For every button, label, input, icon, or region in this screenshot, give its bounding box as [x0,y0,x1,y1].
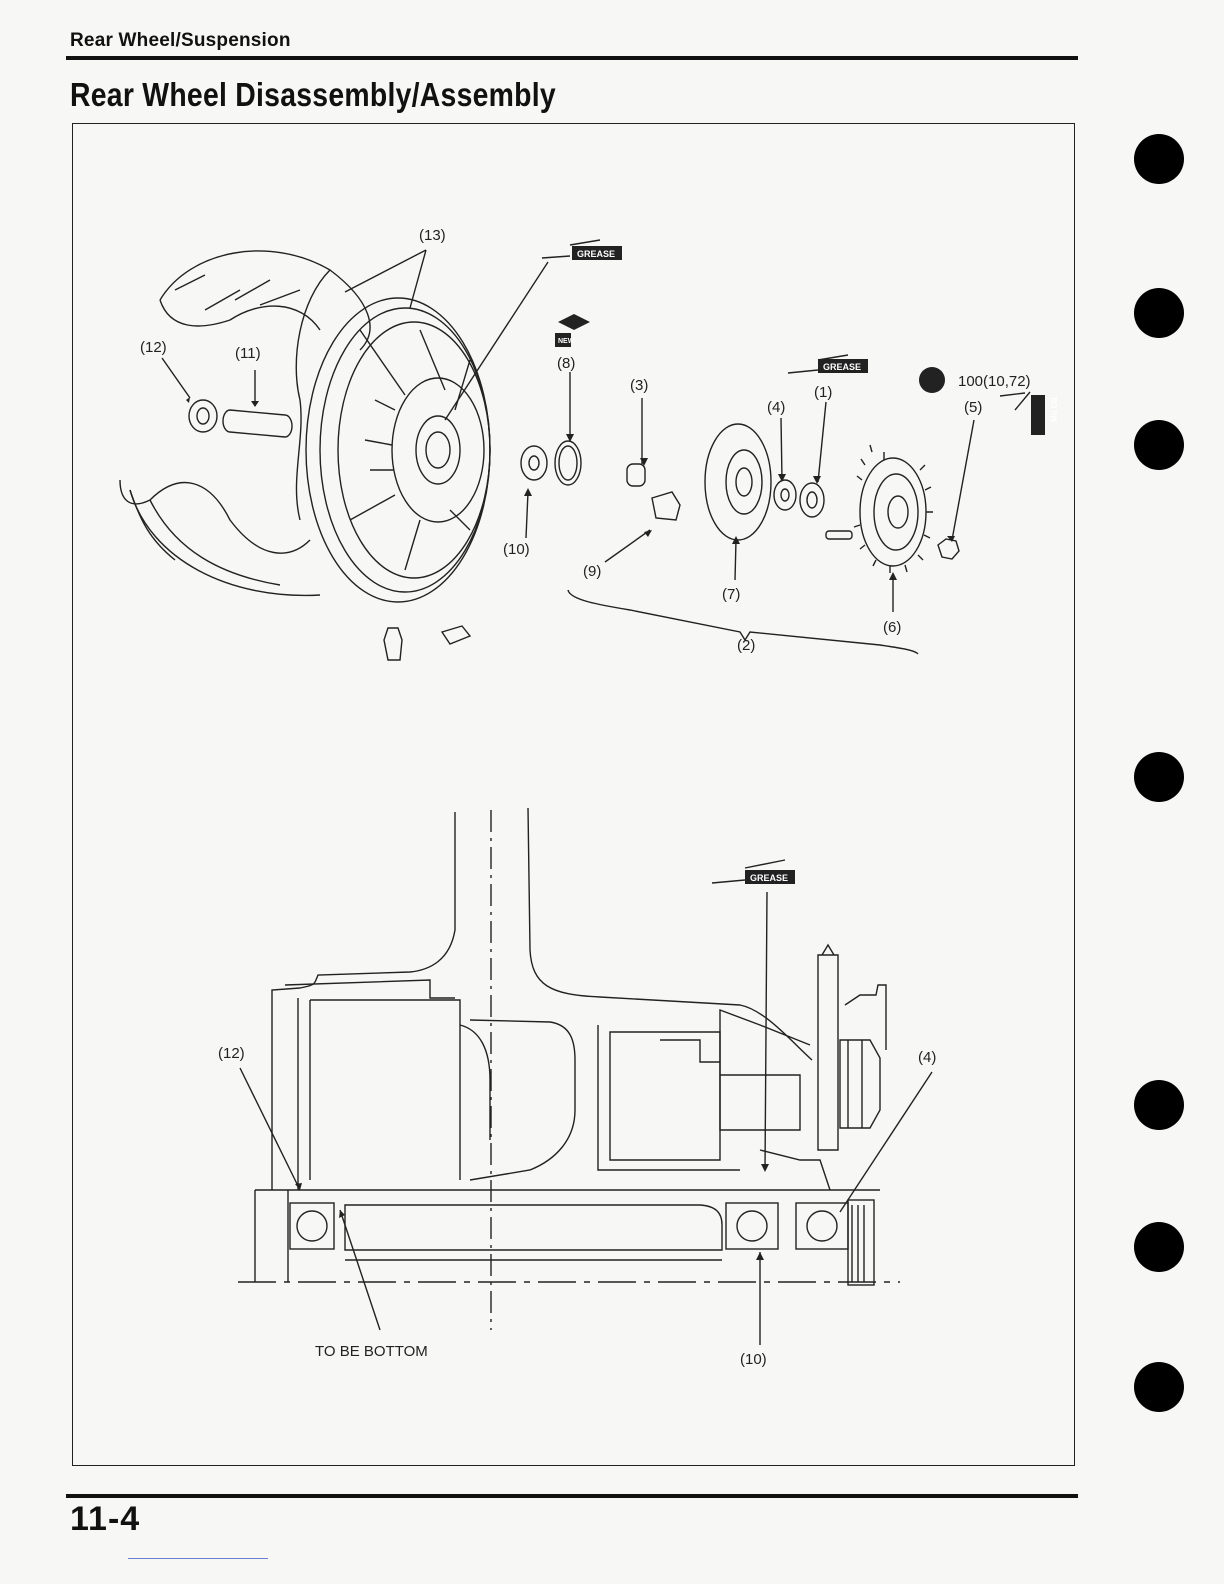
callout-13: (13) [419,227,446,244]
wheel-drawing [306,298,490,602]
section-callout-4: (4) [918,1049,936,1066]
mo-oil-tag: Mo OIL [1050,395,1059,422]
callout-7: (7) [722,586,740,603]
callout-4: (4) [767,399,785,416]
new-part-badge: NEW [558,338,575,345]
binder-hole [1134,1080,1184,1130]
page-number: 11-4 [70,1500,140,1539]
binder-hole [1134,752,1184,802]
binder-hole [1134,420,1184,470]
grease-tag: GREASE [577,249,615,259]
callout-2: (2) [737,637,755,654]
callout-12: (12) [140,339,167,356]
callout-8: (8) [557,355,575,372]
binder-hole [1134,1362,1184,1412]
callout-5: (5) [964,399,982,416]
footer-rule [66,1494,1078,1498]
callout-9: (9) [583,563,601,580]
section-callout-10: (10) [740,1351,767,1368]
bearing-orientation-note: TO BE BOTTOM [315,1343,428,1360]
section-callout-12: (12) [218,1045,245,1062]
callout-1: (1) [814,384,832,401]
callout-6: (6) [883,619,901,636]
binder-hole [1134,1222,1184,1272]
grease-tag: GREASE [750,873,788,883]
tire-drawing [120,251,370,595]
callout-10: (10) [503,541,530,558]
footer-link-line [128,1558,268,1559]
section-view-drawing [238,808,932,1345]
callout-11: (11) [235,345,261,362]
grease-tag: GREASE [823,362,861,372]
binder-hole [1134,288,1184,338]
torque-spec: 100(10,72) [958,373,1031,390]
binder-hole [1134,134,1184,184]
callout-3: (3) [630,377,648,394]
